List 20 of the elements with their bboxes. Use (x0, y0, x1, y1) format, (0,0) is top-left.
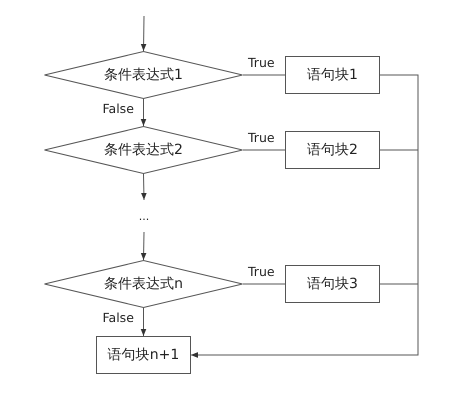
arrow (140, 16, 146, 52)
edge-label: True (247, 56, 276, 70)
edge-label: False (102, 311, 135, 325)
process-box: 语句块1 (285, 56, 380, 94)
arrow (190, 284, 418, 358)
process-box: 语句块2 (285, 131, 380, 169)
edge-label: True (247, 265, 276, 279)
edge-label: False (102, 102, 135, 116)
arrow (140, 232, 146, 260)
process-box: 语句块3 (285, 265, 380, 303)
process-box: 语句块n+1 (96, 336, 191, 374)
ellipsis-text: ... (130, 200, 158, 232)
edge-label: True (247, 131, 276, 145)
connector-line (242, 74, 286, 76)
arrow (140, 98, 146, 126)
arrow (140, 308, 146, 336)
arrow (141, 174, 147, 200)
decision-diamond: 条件表达式n (44, 260, 243, 308)
decision-diamond: 条件表达式2 (44, 126, 243, 174)
decision-diamond: 条件表达式1 (44, 51, 243, 99)
